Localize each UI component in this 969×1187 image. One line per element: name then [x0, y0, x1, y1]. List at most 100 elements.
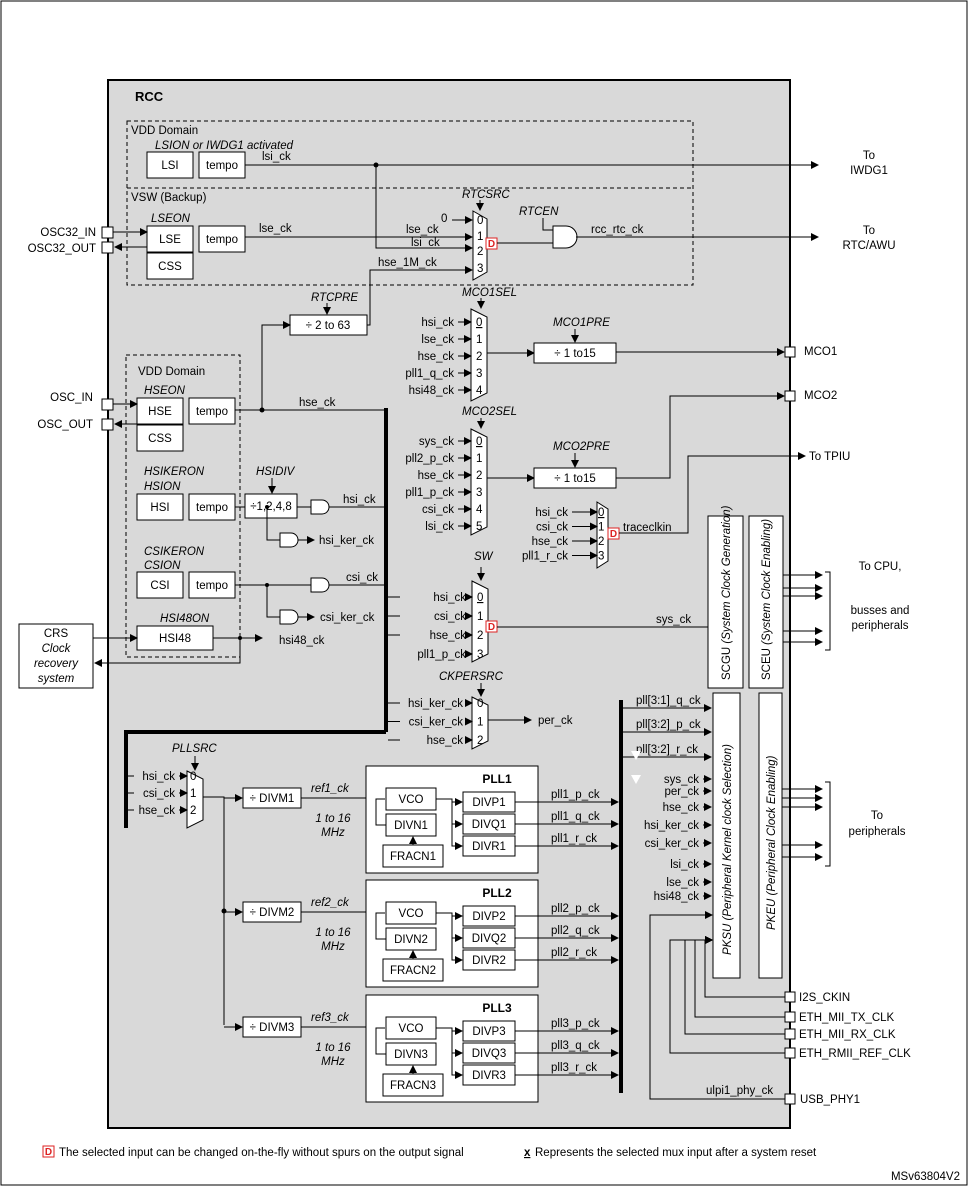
- pksu-input-label: hsi48_ck: [654, 891, 700, 903]
- hsidiv-label: HSIDIV: [256, 466, 296, 478]
- pksu-label: PKSU (Peripheral Kernel clock Selection): [722, 744, 734, 955]
- to-iwdg1-l1: To: [863, 150, 875, 162]
- sw-input-number: 3: [477, 649, 483, 661]
- csi-ck-label: csi_ck: [346, 572, 378, 584]
- pll3-divn-label: DIVN3: [394, 1049, 428, 1061]
- mco1-pin: [784, 346, 796, 358]
- hsi-tempo-label: tempo: [196, 502, 228, 514]
- rtcpre-label: RTCPRE: [311, 292, 358, 304]
- pll-ref-junction: [221, 908, 227, 914]
- i2s-label: I2S_CKIN: [799, 992, 850, 1004]
- hsi48-label: HSI48: [159, 633, 191, 645]
- crs-l1: CRS: [44, 628, 69, 640]
- mco2-input-label: csi_ck: [422, 504, 454, 516]
- lsi-block: [146, 151, 194, 179]
- mco1-input-label: hse_ck: [418, 351, 455, 363]
- hsidiv-div-label: ÷1,2,4,8: [250, 501, 291, 513]
- hse-tempo-label: tempo: [196, 406, 228, 418]
- pksu-triangle-1: [631, 751, 641, 760]
- vsw-label: VSW (Backup): [131, 192, 207, 204]
- rtcen-label: RTCEN: [519, 206, 559, 218]
- vdd-domain-mid-label: VDD Domain: [138, 366, 205, 378]
- pksu-input-label: pll[3:2]_p_ck: [636, 719, 701, 731]
- pll1-divr1-label: DIVR1: [472, 841, 506, 853]
- osc32-out-label: OSC32_OUT: [28, 243, 96, 255]
- eth_rx-pin: [784, 1028, 796, 1040]
- hsi-ck-label: hsi_ck: [343, 494, 376, 506]
- hse-css-label: CSS: [148, 433, 172, 445]
- mco2-label: MCO2: [804, 390, 837, 402]
- pll-source-bus: [124, 730, 386, 828]
- ulpi-label: ulpi1_phy_ck: [706, 1085, 773, 1097]
- sw-input-label: hse_ck: [430, 630, 467, 642]
- pll2-out-label: pll2_p_ck: [551, 903, 600, 915]
- lsi-ck-label: lsi_ck: [262, 151, 291, 163]
- eth_rx-label: ETH_MII_RX_CLK: [799, 1029, 896, 1041]
- mco2pre-label: MCO2PRE: [553, 441, 610, 453]
- pll3-out-label: pll3_r_ck: [551, 1062, 597, 1074]
- mco2-input-number: 3: [476, 487, 482, 499]
- pll3-title: PLL3: [482, 1001, 512, 1015]
- pll1-vco-to-divr1: [436, 798, 463, 850]
- sw-input-label: pll1_p_ck: [417, 649, 466, 661]
- scgu-label: SCGU (System Clock Generation): [721, 505, 733, 680]
- rtcen-line: [542, 218, 553, 231]
- pll2-divn-label: DIVN2: [394, 934, 428, 946]
- pll1-divn-label: DIVN1: [394, 820, 428, 832]
- trace-input-label: hse_ck: [532, 536, 569, 548]
- lsion-label: LSION or IWDG1 activated: [155, 140, 294, 152]
- rcc-title: RCC: [135, 89, 164, 104]
- mco1sel-label: MCO1SEL: [462, 287, 517, 299]
- pll1-title: PLL1: [482, 772, 512, 786]
- mco2-out-line: [616, 392, 785, 479]
- mco1-input-label: lse_ck: [421, 334, 454, 346]
- csi-tempo-block: [188, 571, 236, 599]
- pll1-vco-label: VCO: [399, 794, 424, 806]
- pll2-fracn-label: FRACN2: [390, 965, 436, 977]
- pksu-input-label: pll[3:1]_q_ck: [636, 695, 701, 707]
- ckper-input-number: 2: [477, 735, 483, 747]
- pksu-input-label: per_ck: [664, 786, 699, 798]
- rtcsrc-in0: 0: [477, 215, 483, 227]
- crs-l3: recovery: [34, 658, 79, 670]
- footer-x-note: Represents the selected mux input after …: [535, 1147, 817, 1159]
- pksu-inputs: pll[3:1]_q_ckpll[3:2]_p_ckpll[3:2]_r_cks…: [623, 695, 712, 903]
- mco2-div-label: ÷ 1 to15: [554, 473, 595, 485]
- eth_tx-pin: [784, 1011, 796, 1023]
- mco2-input-number: 1: [476, 453, 482, 465]
- rtcsrc-in2: 2: [477, 246, 483, 258]
- pll1-out-label: pll1_q_ck: [551, 811, 600, 823]
- lse-tempo-block: [198, 225, 246, 253]
- vdd-domain-top: [126, 120, 694, 286]
- lsi-label: LSI: [161, 160, 178, 172]
- pll2-feedback: [375, 912, 386, 940]
- pllsrc-label: PLLSRC: [172, 743, 217, 755]
- osc-out-pin: [101, 418, 114, 431]
- pll1-divp1-label: DIVP1: [472, 797, 505, 809]
- pksu-input-label: csi_ker_ck: [645, 838, 700, 850]
- pkeu-block: [758, 692, 783, 979]
- mco2-input-label: pll2_p_ck: [405, 453, 454, 465]
- pkeu-label: PKEU (Peripheral Clock Enabling): [766, 755, 778, 930]
- crs-l2: Clock: [42, 643, 72, 655]
- sw-input-number: 0: [477, 592, 483, 604]
- footer-d-text: D: [45, 1147, 52, 1158]
- mco2-input-number: 2: [476, 470, 482, 482]
- external-clock-pins: I2S_CKINETH_MII_TX_CLKETH_MII_RX_CLKETH_…: [669, 936, 911, 1060]
- pll2-divq2-label: DIVQ2: [472, 933, 507, 945]
- csi-ker-feed: [266, 585, 280, 618]
- pll1-fracn-label: FRACN1: [390, 851, 436, 863]
- pll3-divq3-label: DIVQ3: [472, 1048, 507, 1060]
- mco2-input-label: lsi_ck: [425, 521, 454, 533]
- hsi48on-label: HSI48ON: [160, 613, 210, 625]
- osc32-in-pin: [101, 226, 114, 239]
- pll2-out-label: pll2_r_ck: [551, 947, 597, 959]
- rtcsrc-d-text: D: [488, 239, 495, 250]
- pll3-range-l2: MHz: [321, 1056, 345, 1068]
- lse-tempo-label: tempo: [206, 234, 238, 246]
- mco2sel-label: MCO2SEL: [462, 406, 517, 418]
- pll3-divm-label: ÷ DIVM3: [250, 1022, 295, 1034]
- ckper-input-number: 1: [477, 717, 483, 729]
- osc-out-label: OSC_OUT: [37, 419, 93, 431]
